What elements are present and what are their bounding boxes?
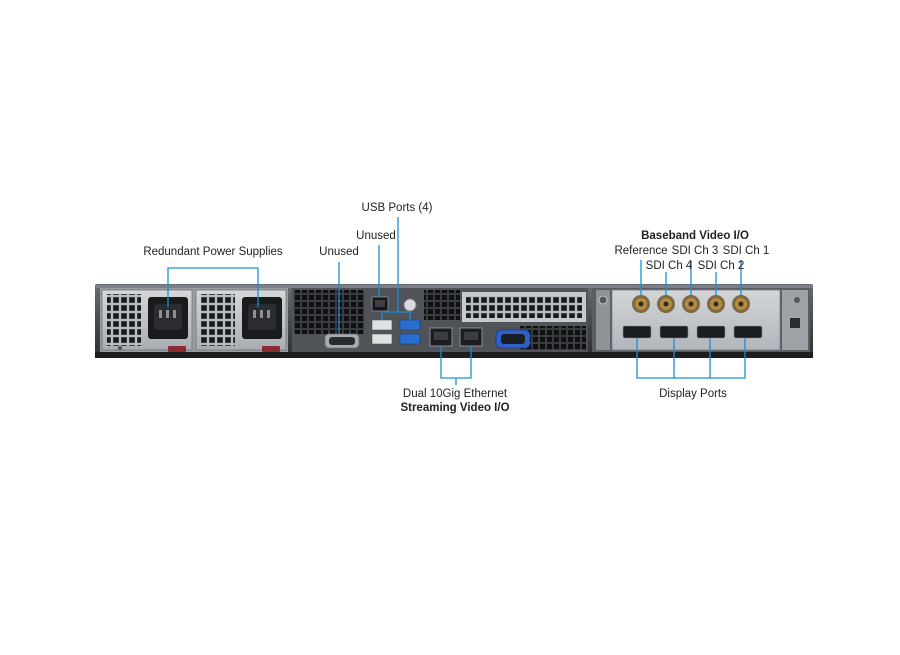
usb-ports [371,319,421,345]
label-unused-mid: Unused [356,230,396,242]
ethernet-ports [429,327,483,347]
label-sdi-ch1: SDI Ch 1 [723,245,770,257]
bnc-sdi-ch1[interactable] [732,295,750,313]
power-supply-1 [101,289,193,352]
label-ethernet-line1: Dual 10Gig Ethernet [403,388,508,400]
label-redundant-power-supplies: Redundant Power Supplies [143,246,283,258]
usb-port-1[interactable] [371,319,393,331]
id-button[interactable] [403,298,417,312]
usb-port-3[interactable] [399,319,421,331]
usb-port-2[interactable] [371,333,393,345]
power-supply-bay [100,288,288,352]
expansion-card-area [592,288,810,352]
vga-port[interactable] [495,329,531,349]
power-supply-2 [195,289,287,352]
labels: Redundant Power Supplies Unused Unused U… [143,202,769,414]
label-sdi-ch2: SDI Ch 2 [698,260,745,272]
label-sdi-ch4: SDI Ch 4 [646,260,693,272]
bnc-sdi-ch3[interactable] [682,295,700,313]
label-reference: Reference [614,245,667,257]
label-usb-ports: USB Ports (4) [362,202,433,214]
callout-display-ports [636,338,746,379]
callout-power-supplies [167,267,259,307]
label-display-ports: Display Ports [659,388,727,400]
label-ethernet-line2: Streaming Video I/O [400,402,509,414]
bnc-reference[interactable] [632,295,650,313]
bnc-sdi-ch2[interactable] [707,295,725,313]
display-port-2[interactable] [659,325,689,339]
label-unused-left: Unused [319,246,359,258]
psu-1-handle[interactable] [168,346,186,352]
label-baseband-video-io: Baseband Video I/O [641,230,749,242]
bnc-sdi-ch4[interactable] [657,295,675,313]
psu-2-handle[interactable] [262,346,280,352]
display-port-1[interactable] [622,325,652,339]
serial-port-unused[interactable] [324,333,360,349]
label-sdi-ch3: SDI Ch 3 [672,245,719,257]
usb-port-4[interactable] [399,333,421,345]
motherboard-io-area [292,288,588,352]
callout-lines [167,217,746,385]
unused-port[interactable] [371,296,389,312]
bnc-connectors [632,295,750,313]
display-port-3[interactable] [696,325,726,339]
display-port-4[interactable] [733,325,763,339]
